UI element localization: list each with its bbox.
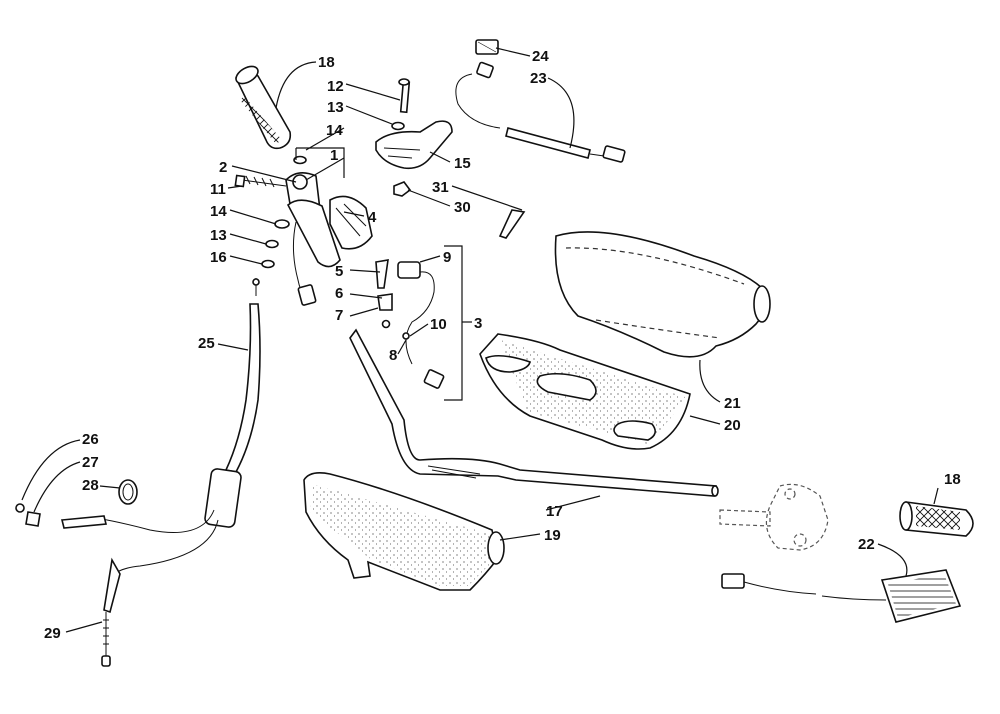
switch-wiring-part — [375, 259, 445, 389]
callout-18: 18 — [318, 54, 335, 71]
leader-lines — [21, 47, 939, 633]
handlebar-pad-part — [554, 231, 771, 358]
callout-14: 14 — [326, 122, 343, 139]
callout-9: 9 — [443, 249, 451, 266]
callout-26: 26 — [82, 431, 99, 448]
callout-10: 10 — [430, 316, 447, 333]
brake-lever-part — [375, 78, 453, 197]
crossbar-pad-part — [303, 472, 505, 591]
callout-19: 19 — [544, 527, 561, 544]
callout-29: 29 — [44, 625, 61, 642]
pin-part — [498, 209, 526, 239]
assembly-brackets — [295, 147, 472, 401]
washer-stack-part — [261, 155, 307, 269]
callout-17: 17 — [546, 503, 563, 520]
callout-labels: 18 12 13 14 1 2 11 14 13 16 15 30 31 4 9… — [44, 48, 961, 642]
callout-13b: 13 — [210, 227, 227, 244]
right-control-outline — [719, 483, 829, 551]
throttle-housing-part — [285, 172, 373, 306]
callout-20: 20 — [724, 417, 741, 434]
callout-1: 1 — [330, 147, 338, 164]
callout-6: 6 — [335, 285, 343, 302]
callout-31: 31 — [432, 179, 449, 196]
callout-23: 23 — [530, 70, 547, 87]
callout-7: 7 — [335, 307, 343, 324]
callout-18b: 18 — [944, 471, 961, 488]
callout-2: 2 — [219, 159, 227, 176]
callout-13: 13 — [327, 99, 344, 116]
callout-3: 3 — [474, 315, 482, 332]
callout-4: 4 — [368, 209, 377, 226]
key-cable-part — [455, 39, 626, 163]
callout-15: 15 — [454, 155, 471, 172]
callout-12: 12 — [327, 78, 344, 95]
grip-heater-part — [721, 569, 962, 623]
callout-22: 22 — [858, 536, 875, 553]
callout-24: 24 — [532, 48, 549, 65]
right-grip-part — [899, 501, 974, 537]
callout-28: 28 — [82, 477, 99, 494]
lower-pad-part — [479, 333, 691, 450]
callout-27: 27 — [82, 454, 99, 471]
callout-25: 25 — [198, 335, 215, 352]
callout-5: 5 — [335, 263, 343, 280]
callout-30: 30 — [454, 199, 471, 216]
callout-21: 21 — [724, 395, 741, 412]
callout-14b: 14 — [210, 203, 227, 220]
callout-8: 8 — [389, 347, 397, 364]
left-grip-part — [235, 65, 292, 150]
callout-16: 16 — [210, 249, 227, 266]
callout-11: 11 — [210, 181, 226, 198]
handlebar-part — [349, 328, 719, 497]
throttle-cable-part — [15, 278, 261, 667]
